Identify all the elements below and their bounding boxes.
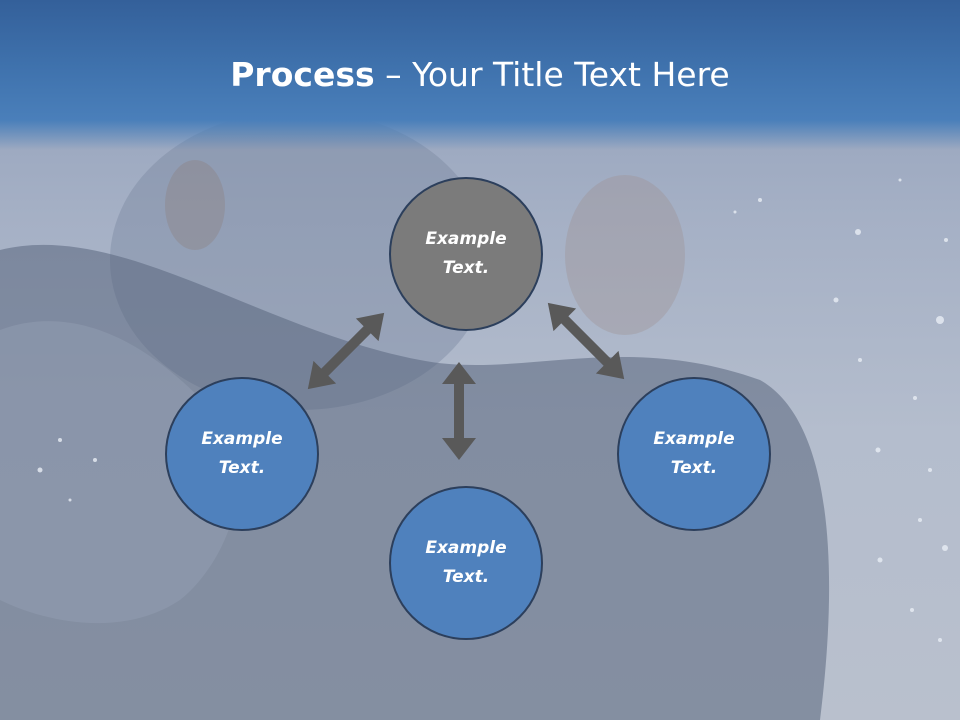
title-bold: Process [230,55,375,94]
arrow-top-left [307,312,385,390]
title-rest: Your Title Text Here [412,55,730,94]
node-bottom-line1: Example [425,538,507,558]
node-right-line1: Example [653,429,735,449]
title-dash: – [374,55,413,94]
node-bottom-line2: Text. [442,567,490,587]
title-band [0,0,960,150]
node-right-line2: Text. [670,458,718,478]
node-left-line1: Example [201,429,283,449]
node-top-line2: Text. [442,258,490,278]
photo-fur-coat-shape [0,244,830,720]
photo-fur-highlight [0,321,239,624]
node-top-line1: Example [425,229,507,249]
slide-title: Process – Your Title Text Here [0,52,960,98]
arrow-top-right [547,302,625,380]
arrow-vertical [442,362,476,460]
photo-ear-shape [165,160,225,250]
node-left-line2: Text. [218,458,266,478]
photo-hand-shape [565,175,685,335]
